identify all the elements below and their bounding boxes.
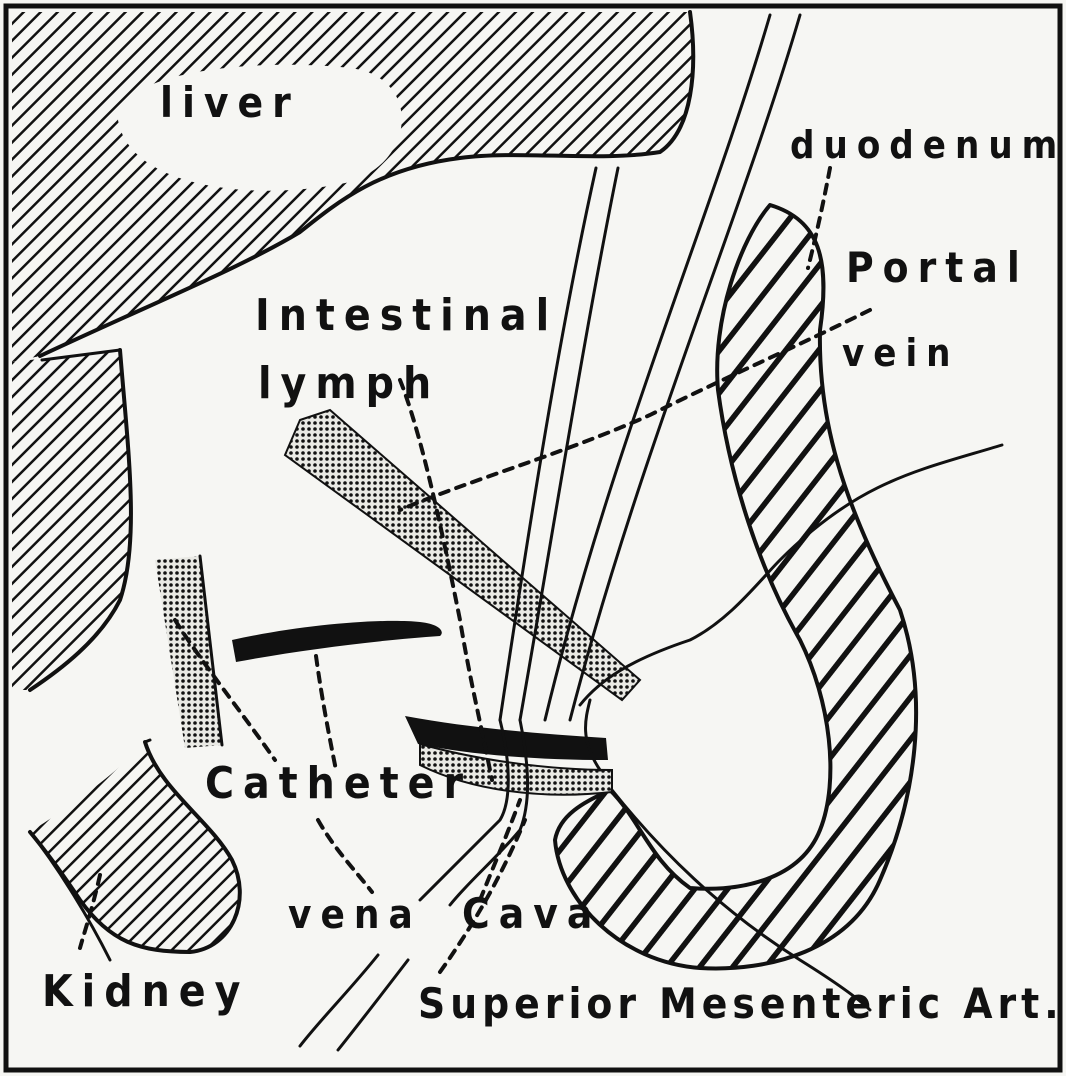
label-intestinal: Intestinal	[255, 290, 558, 341]
vena-cava-strip	[155, 556, 222, 748]
label-cava: Cava	[462, 889, 601, 938]
abdominal-wall-shape	[12, 350, 131, 690]
label-kidney: Kidney	[42, 966, 249, 1017]
label-lymph: lymph	[258, 358, 440, 409]
label-vena: vena	[288, 892, 422, 938]
label-duodenum: duodenum	[790, 123, 1066, 167]
label-liver: liver	[160, 78, 300, 127]
label-catheter: Catheter	[205, 758, 472, 809]
label-superior-mesenteric-art: Superior Mesenteric Art.	[418, 979, 1064, 1028]
label-portal: Portal	[846, 243, 1029, 292]
label-vein: vein	[842, 331, 960, 375]
